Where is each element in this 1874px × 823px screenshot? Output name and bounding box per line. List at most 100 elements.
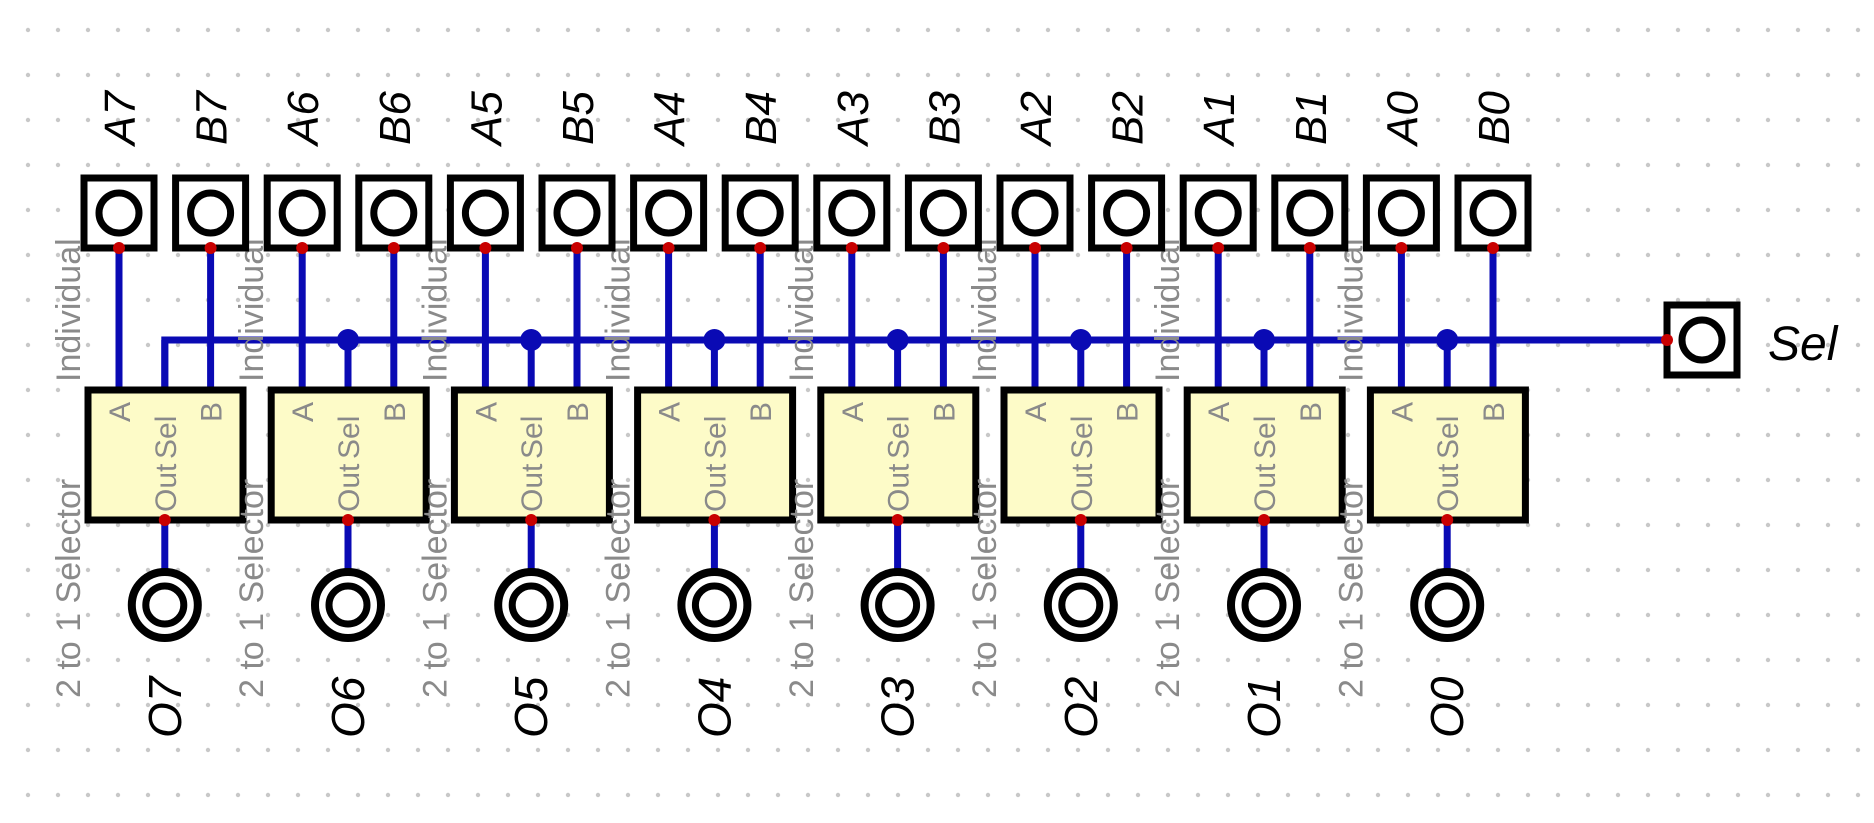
selector-chip-body	[1366, 386, 1529, 524]
output-pin-ring	[1424, 582, 1470, 628]
output-pin-o3[interactable]: O3	[860, 568, 935, 738]
pin-connector	[1029, 242, 1041, 254]
input-pin-a1[interactable]: A1	[1179, 91, 1257, 252]
input-pin-a2[interactable]: A2	[996, 91, 1074, 252]
pin-connector	[662, 242, 675, 254]
selector-name-line2: Individual	[966, 238, 1004, 382]
input-pin-ring	[828, 189, 876, 237]
input-pin-a6[interactable]: A6	[263, 91, 341, 252]
input-pin-b3[interactable]: B3	[904, 91, 982, 252]
input-pin-b1[interactable]: B1	[1271, 91, 1349, 252]
selector-name-line1: 2 to 1 Selector	[600, 479, 638, 698]
pin-connector	[1441, 514, 1454, 526]
input-pin-b7[interactable]: B7	[172, 90, 250, 252]
port-a-label: A	[1386, 402, 1419, 422]
input-pin-ring	[1469, 189, 1517, 237]
port-out-label: Out	[883, 463, 916, 512]
input-pin-a5[interactable]: A5	[446, 91, 524, 252]
input-pin-label: B2	[1104, 91, 1153, 145]
port-out-label: Out	[333, 463, 366, 512]
input-pin-ring	[1377, 189, 1425, 237]
input-pin-label: B1	[1287, 91, 1336, 145]
pin-connector	[1395, 242, 1408, 254]
port-sel-label: Sel	[1432, 416, 1465, 459]
input-pin-b5[interactable]: B5	[538, 91, 616, 252]
output-pin-label: O6	[322, 676, 374, 738]
output-pin-o7[interactable]: O7	[127, 568, 202, 738]
input-pin-a7[interactable]: A7	[80, 90, 158, 252]
input-pin-ring	[278, 189, 326, 237]
input-pin-ring	[187, 189, 235, 237]
output-pin-o5[interactable]: O5	[494, 568, 569, 738]
pin-connector	[845, 242, 858, 254]
input-pin-ring	[1103, 189, 1151, 237]
grid-dots	[25, 27, 1861, 798]
input-pin-label: B3	[920, 91, 969, 145]
output-pin-label: O3	[872, 676, 924, 738]
selector-name-line2: Individual	[600, 238, 638, 382]
input-pin-a0[interactable]: A0	[1362, 91, 1440, 252]
selector-chip-body	[450, 386, 613, 524]
input-pin-label: A4	[646, 91, 695, 148]
input-pin-label: B6	[371, 91, 420, 145]
port-a-label: A	[287, 402, 320, 422]
output-pin-ring	[142, 582, 188, 628]
input-pin-a3[interactable]: A3	[813, 91, 891, 252]
output-pin-o4[interactable]: O4	[677, 568, 752, 738]
input-pin-label: A5	[462, 91, 511, 148]
port-sel-label: Sel	[1249, 416, 1282, 459]
select-bus-wire	[161, 336, 1667, 390]
output-pin-o2[interactable]: O2	[1043, 568, 1118, 738]
port-a-label: A	[837, 402, 870, 422]
output-pin-o6[interactable]: O6	[311, 568, 385, 738]
input-pin-ring	[370, 189, 418, 237]
port-out-label: Out	[1249, 463, 1282, 512]
bus-junction	[886, 329, 909, 351]
select-input-pin[interactable]: Sel	[1661, 301, 1839, 379]
input-pin-b2[interactable]: B2	[1088, 91, 1166, 252]
output-pin-ring	[875, 582, 921, 628]
pin-connector	[342, 514, 354, 526]
input-pin-b4[interactable]: B4	[721, 91, 799, 252]
input-pin-ring	[1194, 189, 1242, 237]
port-b-label: B	[1295, 402, 1328, 422]
input-pin-ring	[645, 189, 693, 237]
pin-connector	[891, 514, 904, 526]
selector-name-line2: Individual	[1332, 238, 1370, 382]
pin-connector	[1661, 334, 1673, 346]
output-pin-o0[interactable]: O0	[1410, 568, 1485, 738]
input-pin-label: A6	[279, 91, 328, 148]
port-b-label: B	[928, 402, 961, 422]
port-sel-label: Sel	[883, 416, 916, 459]
input-pin-a4[interactable]: A4	[630, 91, 708, 252]
output-pin-label: O5	[505, 676, 557, 738]
output-pin-label: O2	[1055, 677, 1107, 738]
input-pin-label: B4	[737, 91, 786, 145]
input-pin-b0[interactable]: B0	[1454, 91, 1532, 252]
pin-connector	[1212, 242, 1225, 254]
port-b-label: B	[1478, 402, 1511, 422]
pin-connector	[525, 514, 538, 526]
input-pin-ring	[1011, 189, 1059, 237]
selector-name-line1: 2 to 1 Selector	[416, 479, 454, 698]
bus-junction	[520, 329, 543, 351]
input-pin-ring	[736, 189, 784, 237]
input-pin-label: A3	[829, 91, 878, 148]
output-pin-o1[interactable]: O1	[1227, 568, 1301, 738]
input-pin-b6[interactable]: B6	[355, 91, 433, 252]
output-pin-ring	[1058, 582, 1104, 628]
pin-connector	[113, 242, 125, 254]
input-pin-label: A0	[1378, 91, 1427, 148]
port-out-label: Out	[1066, 463, 1099, 512]
bus-junction	[703, 329, 726, 351]
